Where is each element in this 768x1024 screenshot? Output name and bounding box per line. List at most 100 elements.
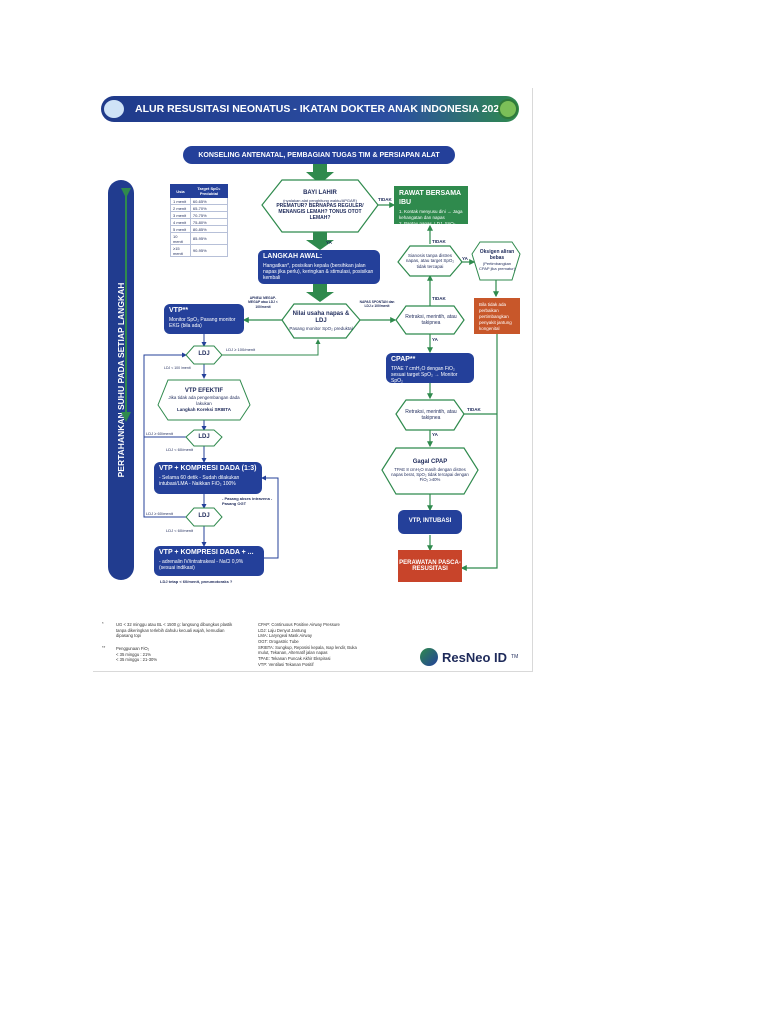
pasang-akses-label: - Pasang akses intravena - Pasang OGT	[222, 496, 273, 507]
nilai-title: Nilai usaha napas & LDJ	[292, 310, 350, 325]
ldj-text-1: LDJ	[188, 347, 220, 363]
resneo-name: ResNeo ID	[442, 649, 508, 665]
langkah-body: Hangatkan*, posisikan kepala (bersihkan …	[263, 262, 374, 282]
table-cell-target: 85-95%	[189, 232, 229, 245]
bayi-lahir-text: BAYI LAHIR (nyalakan alat penghitung wak…	[270, 182, 370, 230]
table-cell-usia: 3 menit	[170, 211, 191, 219]
page-title: ALUR RESUSITASI NEONATUS - IKATAN DOKTER…	[135, 103, 506, 115]
bayi-lahir-title: BAYI LAHIR	[303, 190, 337, 197]
vtp-efektif-text: VTP EFEKTIF Jika tidak ada pengembangan …	[164, 380, 244, 420]
ldj-node-2	[185, 429, 223, 447]
arrow-banner-to-birth	[306, 164, 334, 184]
oksigen-node	[471, 241, 521, 281]
footnote-2-b: < 35 minggu : 21-30%	[116, 657, 158, 663]
ldj-1-right-label: LDJ ≥ 100/menit	[226, 347, 256, 352]
edge-ya-1: YA	[326, 240, 332, 245]
edge-tidak-4: TIDAK	[467, 407, 481, 412]
glossary-item: OGT: Orogastric Tube	[258, 639, 299, 645]
ldj-2-label: LDJ	[198, 434, 210, 441]
oksigen-text: Oksigen aliran bebas (Pertimbangkan CPAP…	[478, 242, 516, 278]
vtp-intubasi-box: VTP, INTUBASI	[398, 510, 462, 534]
title-banner: ALUR RESUSITASI NEONATUS - IKATAN DOKTER…	[101, 96, 519, 122]
edge-ya-4: YA	[432, 432, 438, 437]
rawat-item-1: 1. Kontak menyusu dini → Jaga kehangatan…	[399, 209, 463, 221]
ldj-3-left-label: LDJ ≥ 60/menit	[146, 511, 173, 516]
preparation-banner: KONSELING ANTENATAL, PEMBAGIAN TUGAS TIM…	[183, 146, 455, 164]
rawat-title: RAWAT BERSAMA IBU	[399, 190, 461, 207]
table-cell-target: 70-75%	[189, 211, 229, 219]
rawat-item-2: 2. Pantau napas, LDJ, SpO₂	[399, 220, 456, 226]
glossary-item: CPAP: Continuous Positive Airway Pressur…	[258, 622, 340, 627]
ldj-tetap-label: LDJ tetap < 60/menit, pneumotoraks ?	[160, 579, 233, 584]
edge-ya-3: YA	[432, 337, 438, 342]
glossary-item: TPAE: Tekanan Puncak Akhir Ekspirasi	[258, 656, 331, 662]
bayi-lahir-question: PREMATUR? BERNAPAS REGULER/ MENANGIS LEM…	[276, 202, 364, 222]
ldj-3-below-label: LDJ < 60/menit	[166, 528, 194, 533]
line-ldj3-loop	[143, 437, 186, 518]
line-ldj2-loop	[143, 352, 187, 438]
table-cell-target: 75-80%	[189, 218, 229, 226]
ldj-text-2: LDJ	[188, 430, 220, 446]
footnote-2-a: < 35 minggu : 21%	[116, 651, 152, 657]
edge-ya-2: YA	[462, 256, 468, 261]
vtp-box: VTP** Monitor SpO₂ Pasang monitor EKG (b…	[164, 304, 244, 334]
retraksi-text-2: Retraksi, merintih, atau takipnea	[405, 408, 457, 421]
table-cell-usia: 10 menit	[170, 232, 191, 245]
resneo-logo-icon	[420, 648, 438, 666]
vtp-body: Monitor SpO₂ Pasang monitor EKG (bila ad…	[169, 316, 236, 329]
table-cell-target: 65-70%	[189, 204, 229, 212]
oksigen-title: Oksigen aliran bebas	[479, 248, 515, 261]
table-cell-target: 80-85%	[189, 225, 229, 233]
line-right-to-perawatan	[460, 334, 498, 571]
idai-logo-icon	[104, 100, 124, 118]
ldj-node-1	[185, 345, 223, 365]
vtp-efektif-node	[157, 379, 251, 421]
resneo-tm: TM	[511, 654, 519, 660]
langkah-awal-box: LANGKAH AWAL: Hangatkan*, posisikan kepa…	[258, 250, 380, 284]
table-cell-target: 90-95%	[189, 244, 229, 257]
sianosis-node	[397, 245, 463, 277]
resneo-brand: ResNeo ID TM	[420, 646, 520, 668]
line-ldj1-to-nilai	[222, 339, 321, 356]
ldj-2-left-label: LDJ ≥ 60/menit	[146, 431, 173, 436]
table-cell-usia: ≥15 menit	[170, 244, 191, 257]
glossary-item: LDJ: Laju Denyut Jantung	[258, 627, 307, 633]
glossary-item: SRIBTA: Sungkup, Reposisi kepala, Isap l…	[258, 644, 357, 656]
arrow-langkah-to-nilai	[306, 284, 334, 302]
kompresi-1-box: VTP + KOMPRESI DADA (1:3) - Selama 60 de…	[154, 462, 262, 494]
cpap-body: TPAE 7 cmH₂O dengan FiO₂ sesuai target S…	[391, 365, 458, 385]
kompresi-2-body: - adrenalin IV/intratrakeal - NaCl 0,9% …	[159, 558, 244, 571]
bila-tidak-box: Bila tidak ada perbaikan pertimbangkan p…	[474, 298, 520, 334]
footnote-1: UG < 32 minggu atau BL < 1500 g: langsun…	[116, 622, 233, 639]
table-cell-usia: 2 menit	[170, 204, 191, 212]
gagal-body: TPAE 8 cmH₂O masih dengan distres napas …	[391, 466, 469, 483]
nilai-text: Nilai usaha napas & LDJ Pasang monitor S…	[288, 306, 354, 336]
table-header-usia: Usia	[170, 184, 191, 198]
table-cell-target: 60-65%	[189, 197, 229, 205]
gagal-title: Gagal CPAP	[412, 459, 448, 466]
vtp-efektif-body: Jika tidak ada pengembangan dada lakukan	[168, 395, 240, 406]
glossary: CPAP: Continuous Positive Airway Pressur…	[258, 622, 368, 667]
kompresi-2-box: VTP + KOMPRESI DADA + ... - adrenalin IV…	[154, 546, 264, 576]
glossary-item: LMA: Laryngeal Mask Airway	[258, 633, 312, 639]
edge-tidak-3: TIDAK	[432, 296, 446, 301]
line-kompresi2-loop	[261, 475, 279, 559]
gagal-cpap-node	[381, 447, 479, 495]
perawatan-box: PERAWATAN PASCA-RESUSITASI	[398, 550, 462, 582]
sianosis-text: Sianosis tanpa distres napas, atau targe…	[405, 252, 455, 269]
kompresi-2-title: VTP + KOMPRESI DADA + ...	[159, 549, 254, 556]
ldj-node-3	[185, 507, 223, 527]
sheet-edge	[532, 88, 533, 672]
nilai-sub: Pasang monitor SpO₂ preduktal	[289, 325, 353, 331]
ldj-3-label: LDJ	[198, 513, 210, 520]
ldj-2-below-label: LDJ < 60/menit	[166, 447, 194, 452]
footnote-2-mark: **	[102, 645, 106, 650]
table-cell-usia: 1 menit	[170, 197, 191, 205]
